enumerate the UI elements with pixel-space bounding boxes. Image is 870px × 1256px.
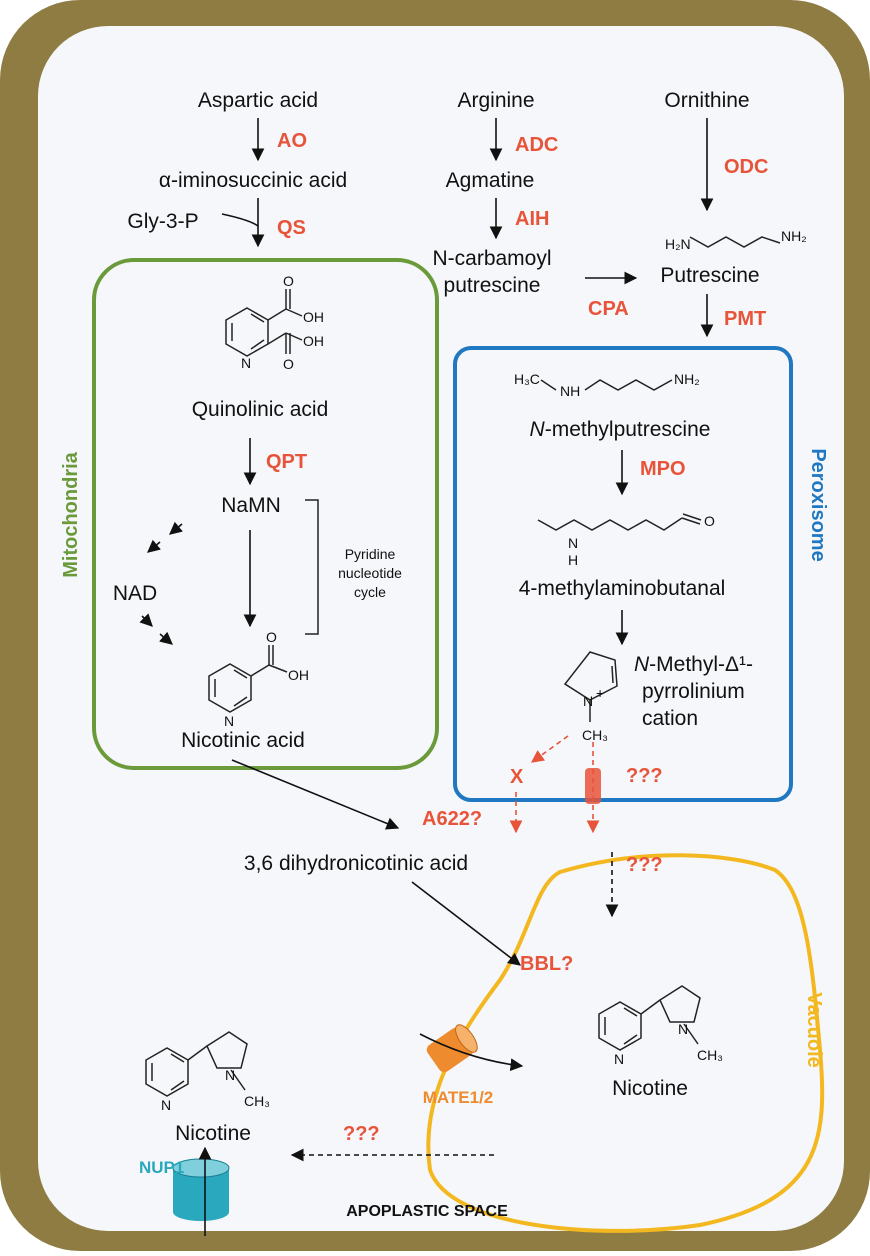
pyrrolinium-structure: N + CH₃ <box>563 651 618 743</box>
peroxisome-label: Peroxisome <box>807 448 829 561</box>
vacuole-membrane <box>426 853 825 1233</box>
mate-label: MATE1/2 <box>423 1088 494 1107</box>
namn-label: NaMN <box>221 494 281 517</box>
svg-text:O: O <box>266 629 277 645</box>
svg-text:N: N <box>225 1067 235 1083</box>
svg-text:CH₃: CH₃ <box>697 1047 723 1063</box>
n-carbamoyl-putrescine-line1: N-carbamoyl <box>432 247 551 270</box>
unknown-peroxisome-label: ??? <box>626 765 663 787</box>
enzyme-ao: AO <box>277 130 307 152</box>
svg-text:OH: OH <box>303 333 324 349</box>
putrescine-label: Putrescine <box>660 264 759 287</box>
cation-label-line3: cation <box>642 707 698 730</box>
svg-text:OH: OH <box>288 667 309 683</box>
svg-text:N: N <box>224 713 234 729</box>
n-methylputrescine-label: N-methylputrescine <box>530 418 711 441</box>
svg-text:H: H <box>568 552 578 568</box>
nup1-transporter-icon <box>172 1158 230 1221</box>
svg-text:N: N <box>241 355 251 371</box>
svg-text:O: O <box>283 273 294 289</box>
cation-label-line2: pyrrolinium <box>642 680 745 703</box>
svg-text:+: + <box>596 685 604 701</box>
nicotine-vacuole-structure: N CH₃ N <box>598 985 723 1067</box>
svg-text:CH₃: CH₃ <box>582 727 608 743</box>
enzyme-odc: ODC <box>724 156 768 178</box>
enzyme-cpa: CPA <box>588 298 629 320</box>
cycle-label-line1: Pyridine <box>345 546 396 562</box>
to-bbl-arrow <box>411 881 522 966</box>
vacuole-label: Vacuole <box>803 992 825 1068</box>
arginine-label: Arginine <box>457 89 534 112</box>
nad-to-nicotinic-arrow1 <box>139 613 153 627</box>
mitochondria-membrane <box>92 258 439 770</box>
cycle-label-line2: nucleotide <box>338 565 402 581</box>
svg-text:N: N <box>568 535 578 551</box>
quinolinic-acid-structure: O OH OH O N <box>225 273 324 372</box>
enzyme-pmt: PMT <box>724 308 766 330</box>
svg-text:NH₂: NH₂ <box>781 228 807 244</box>
svg-text:N: N <box>614 1051 624 1067</box>
cycle-bracket <box>305 499 319 635</box>
nicotinic-acid-structure: O OH N <box>208 629 309 729</box>
unknown-vacuole-in-label: ??? <box>626 854 663 876</box>
dihydronicotinic-label: 3,6 dihydronicotinic acid <box>244 852 468 875</box>
gly3p-join <box>221 213 259 227</box>
agmatine-label: Agmatine <box>446 169 535 192</box>
cycle-label-line3: cycle <box>354 584 386 600</box>
svg-text:NH₂: NH₂ <box>674 371 700 387</box>
mitochondria-label: Mitochondria <box>60 451 82 577</box>
mate-import-arrow <box>419 1033 524 1072</box>
nicotinic-acid-label: Nicotinic acid <box>181 729 305 752</box>
aspartic-acid-label: Aspartic acid <box>198 89 318 112</box>
svg-text:O: O <box>704 513 715 529</box>
svg-text:H₂N: H₂N <box>665 236 691 252</box>
svg-text:N: N <box>161 1097 171 1113</box>
enzyme-bbl: BBL? <box>520 953 573 975</box>
svg-text:OH: OH <box>303 309 324 325</box>
enzyme-mpo: MPO <box>640 458 686 480</box>
unknown-vacuole-out-label: ??? <box>343 1123 380 1145</box>
svg-text:N: N <box>678 1021 688 1037</box>
svg-text:NH: NH <box>560 383 580 399</box>
methylaminobutanal-structure: O N H <box>537 513 715 568</box>
cation-to-x-arrow <box>530 735 569 763</box>
nicotine-cytosol-label: Nicotine <box>175 1122 251 1145</box>
methylaminobutanal-label: 4-methylaminobutanal <box>519 577 726 600</box>
mate-transporter-icon <box>426 1024 478 1073</box>
svg-text:N: N <box>583 693 593 709</box>
n-methylputrescine-structure: H₃C NH NH₂ <box>514 371 700 399</box>
svg-text:CH₃: CH₃ <box>244 1093 270 1109</box>
svg-text:O: O <box>283 356 294 372</box>
iminosuccinic-acid-label: α-iminosuccinic acid <box>159 169 347 192</box>
namn-to-nad-arrow1 <box>169 521 183 535</box>
svg-text:H₃C: H₃C <box>514 371 540 387</box>
enzyme-qs: QS <box>277 217 306 239</box>
nup1-label: NUP1 <box>139 1158 184 1177</box>
enzyme-aih: AIH <box>515 208 549 230</box>
n-carbamoyl-putrescine-line2: putrescine <box>444 274 541 297</box>
apoplastic-space-label: APOPLASTIC SPACE <box>346 1203 508 1220</box>
ornithine-label: Ornithine <box>664 89 749 112</box>
a622-arrow <box>231 759 400 830</box>
enzyme-qpt: QPT <box>266 451 307 473</box>
nad-to-nicotinic-arrow2 <box>159 631 173 645</box>
peroxisome-membrane <box>453 346 793 802</box>
nicotine-vacuole-label: Nicotine <box>612 1077 688 1100</box>
namn-to-nad-arrow2 <box>147 539 161 553</box>
enzyme-x: X <box>510 766 524 788</box>
cation-label-line1: N-Methyl-Δ¹- <box>634 653 753 676</box>
enzyme-adc: ADC <box>515 134 558 156</box>
nicotine-cytosol-structure: N CH₃ N <box>145 1031 270 1113</box>
gly3p-label: Gly-3-P <box>127 210 198 233</box>
enzyme-a622: A622? <box>422 808 482 830</box>
cell-interior <box>38 26 844 1231</box>
nad-label: NAD <box>113 582 157 605</box>
peroxisome-transporter-icon <box>585 768 601 804</box>
putrescine-structure: H₂N NH₂ <box>665 228 807 252</box>
quinolinic-acid-label: Quinolinic acid <box>192 398 329 421</box>
